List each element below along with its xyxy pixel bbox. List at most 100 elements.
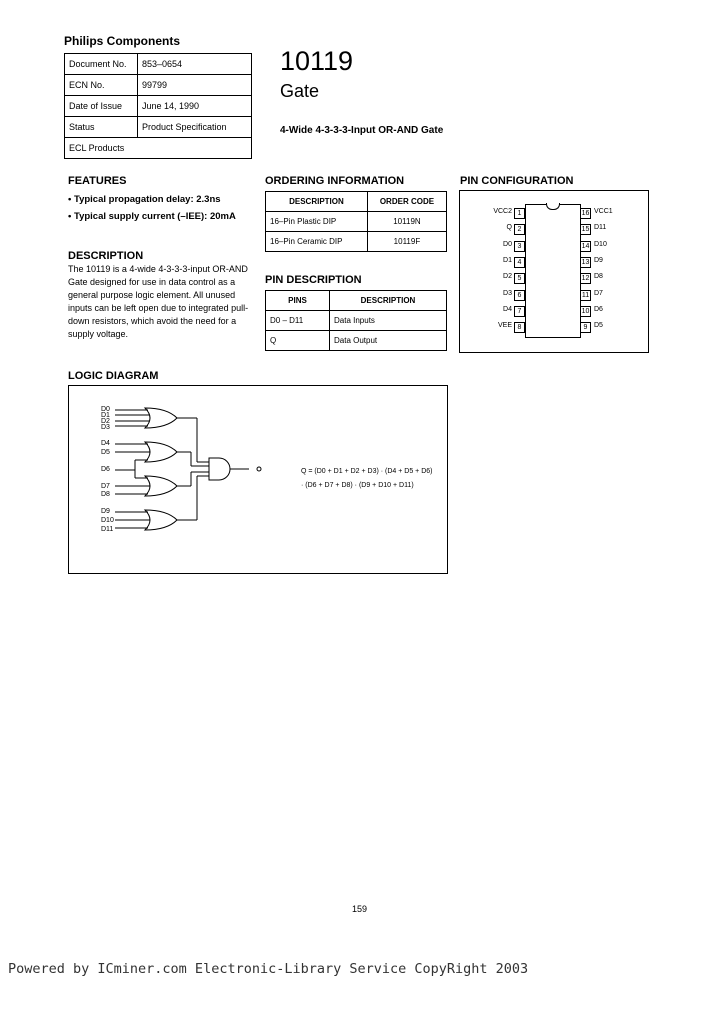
table-cell: Data Output	[329, 330, 447, 351]
pin-number: 4	[514, 256, 525, 268]
company-name: Philips Components	[64, 34, 181, 48]
pin-config-title: PIN CONFIGURATION	[460, 175, 574, 187]
pin-label: D3	[503, 289, 512, 297]
logic-input-label: D6	[101, 466, 110, 473]
logic-diagram-title: LOGIC DIAGRAM	[68, 370, 159, 382]
table-cell: Data Inputs	[329, 310, 447, 331]
pin-number: 16	[580, 208, 591, 219]
info-value: Product Specification	[137, 116, 252, 138]
part-number: 10119	[280, 46, 354, 76]
pin-label: D5	[594, 322, 603, 330]
features-title: FEATURES	[68, 175, 127, 187]
pin-number: 1	[514, 208, 525, 219]
info-value: 99799	[137, 74, 252, 96]
part-description: 4-Wide 4-3-3-3-Input OR-AND Gate	[280, 125, 444, 136]
info-label: ECL Products	[64, 137, 252, 159]
ordering-title: ORDERING INFORMATION	[265, 175, 405, 187]
table-header: DESCRIPTION	[329, 290, 447, 311]
pin-number: 6	[514, 289, 525, 301]
pin-number: 9	[580, 322, 591, 334]
logic-input-label: D7	[101, 483, 110, 490]
pin-number: 12	[580, 273, 591, 285]
pin-label: VEE	[497, 322, 512, 330]
document-info-table: Document No.853–0654 ECN No.99799 Date o…	[64, 53, 252, 159]
pin-number: 13	[580, 256, 591, 268]
table-row: 16–Pin Ceramic DIP 10119F	[265, 231, 448, 252]
pin-number: 7	[514, 305, 525, 317]
or-gate-1	[143, 407, 178, 429]
pin-number: 14	[580, 240, 591, 252]
footer-copyright: Powered by ICminer.com Electronic-Librar…	[8, 961, 529, 977]
info-row: ECN No.99799	[64, 74, 252, 96]
description-title: DESCRIPTION	[68, 250, 144, 262]
ordering-table: DESCRIPTION ORDER CODE 16–Pin Plastic DI…	[265, 191, 448, 252]
table-row: D0 – D11 Data Inputs	[265, 310, 447, 331]
logic-equation-line1: Q = (D0 + D1 + D2 + D3) · (D4 + D5 + D6)	[301, 468, 433, 475]
pin-label: Q	[506, 224, 512, 232]
table-header: DESCRIPTION	[265, 191, 368, 212]
pin-label: D6	[594, 305, 603, 313]
logic-input-label: D5	[101, 449, 110, 456]
info-label: Status	[64, 116, 138, 138]
part-subtitle: Gate	[280, 81, 320, 101]
table-cell: D0 – D11	[265, 310, 330, 331]
pin-number: 11	[580, 289, 591, 301]
dip-package-body	[525, 204, 581, 338]
logic-input-label: D8	[101, 491, 110, 498]
table-header-row: PINS DESCRIPTION	[265, 290, 447, 311]
logic-input-label: D11	[101, 526, 114, 533]
logic-equation-line2: · (D6 + D7 + D8) · (D9 + D10 + D11)	[301, 482, 414, 489]
table-cell: 16–Pin Ceramic DIP	[265, 231, 368, 252]
info-row: Document No.853–0654	[64, 53, 252, 75]
pin-description-table: PINS DESCRIPTION D0 – D11 Data Inputs Q …	[265, 290, 447, 351]
pin-number: 5	[514, 273, 525, 285]
table-row: 16–Pin Plastic DIP 10119N	[265, 211, 448, 232]
pin-label: D10	[594, 240, 607, 248]
feature-item: • Typical supply current (–IEE): 20mA	[68, 211, 236, 222]
table-header: PINS	[265, 290, 330, 311]
pin-number: 8	[514, 322, 525, 334]
table-cell: 10119N	[366, 211, 448, 232]
page-number: 159	[352, 904, 368, 914]
pin-number: 2	[514, 224, 525, 236]
pin-label: D0	[503, 240, 512, 248]
feature-item: • Typical propagation delay: 2.3ns	[68, 194, 221, 205]
info-value: 853–0654	[137, 53, 252, 75]
info-label: Document No.	[64, 53, 138, 75]
table-header: ORDER CODE	[366, 191, 448, 212]
pin-label: D7	[594, 289, 603, 297]
pin-label: D1	[503, 256, 512, 264]
logic-input-label: D1	[101, 412, 110, 419]
pin-label: VCC1	[594, 208, 613, 215]
pin-label: VCC2	[493, 208, 512, 215]
and-gate	[208, 457, 231, 481]
pin-label: D2	[503, 273, 512, 281]
info-row: ECL Products	[64, 137, 252, 159]
pin-number: 3	[514, 240, 525, 252]
info-value: June 14, 1990	[137, 95, 252, 117]
logic-input-label: D2	[101, 418, 110, 425]
pin-number: 15	[580, 224, 591, 236]
logic-input-label: D10	[101, 517, 114, 524]
pin-number: 10	[580, 305, 591, 317]
pin-label: D11	[594, 224, 607, 232]
table-header-row: DESCRIPTION ORDER CODE	[265, 191, 448, 212]
table-cell: 16–Pin Plastic DIP	[265, 211, 368, 232]
description-text: The 10119 is a 4-wide 4-3-3-3-input OR-A…	[68, 264, 249, 339]
logic-input-label: D0	[101, 406, 110, 413]
pin-label: D9	[594, 256, 603, 264]
table-cell: Q	[265, 330, 330, 351]
logic-input-label: D9	[101, 508, 110, 515]
logic-input-label: D4	[101, 440, 110, 447]
logic-diagram-svg	[115, 407, 262, 531]
logic-input-label: D3	[101, 424, 110, 431]
info-label: Date of Issue	[64, 95, 138, 117]
info-label: ECN No.	[64, 74, 138, 96]
pin-label: D4	[503, 305, 512, 313]
pin-label: D8	[594, 273, 603, 281]
table-cell: 10119F	[366, 231, 448, 252]
